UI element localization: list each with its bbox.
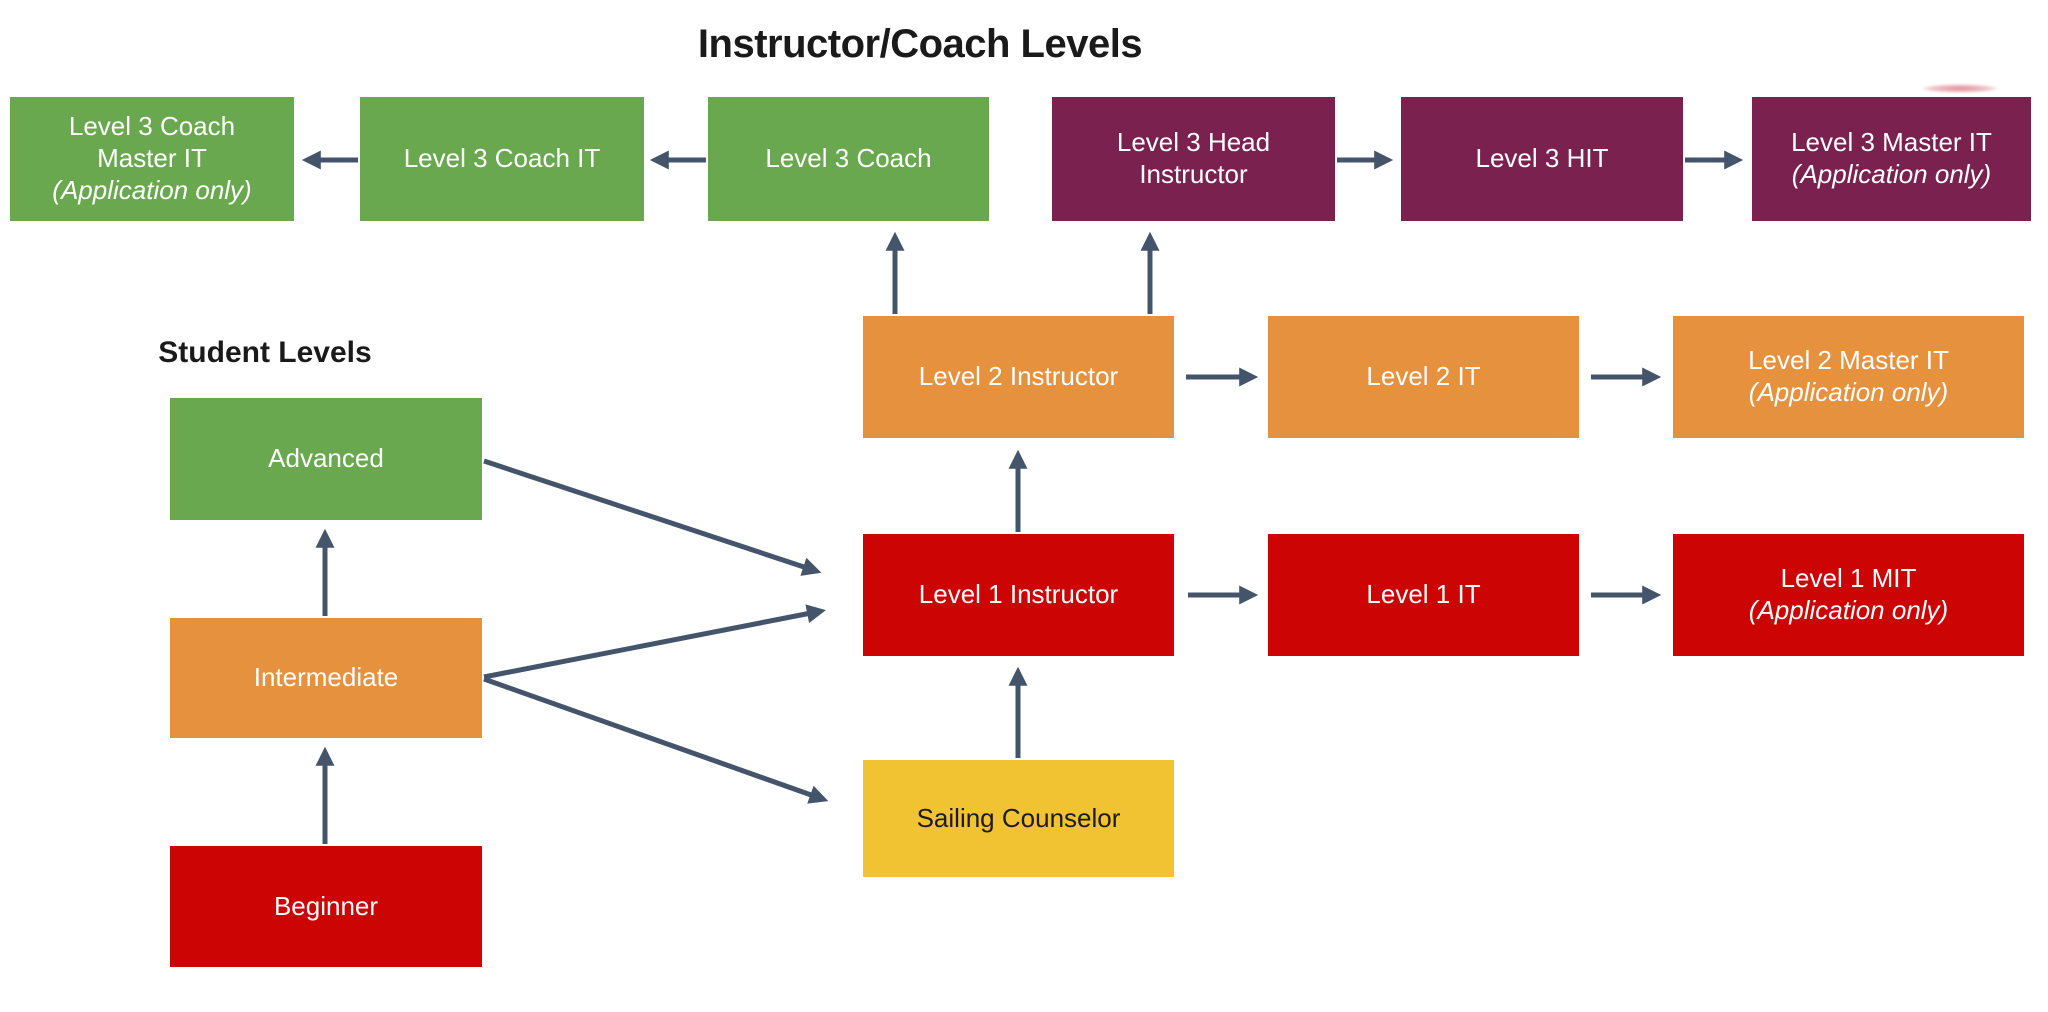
node-label: Instructor: [1139, 159, 1248, 189]
node-note: (Application only): [1791, 159, 1992, 189]
node-level3-hit: Level 3 HIT: [1401, 97, 1683, 221]
arrow-intermediate-to-sailing: [483, 676, 829, 804]
node-intermediate: Intermediate: [170, 618, 482, 738]
node-level2-instructor: Level 2 Instructor: [863, 316, 1174, 438]
node-label: Master IT: [97, 143, 207, 174]
node-level1-it: Level 1 IT: [1268, 534, 1579, 656]
node-label: Level 3 Coach: [68, 111, 236, 142]
node-beginner: Beginner: [170, 846, 482, 967]
node-advanced: Advanced: [170, 398, 482, 520]
node-level3-coach: Level 3 Coach: [708, 97, 989, 221]
node-level1-instructor: Level 1 Instructor: [863, 534, 1174, 656]
node-sailing-counselor: Sailing Counselor: [863, 760, 1174, 877]
node-level3-coach-it: Level 3 Coach IT: [360, 97, 644, 221]
page-title: Instructor/Coach Levels: [697, 22, 1143, 66]
node-label: Level 2 Instructor: [918, 361, 1119, 392]
node-label: Level 1 MIT: [1780, 563, 1917, 594]
node-label: Beginner: [273, 890, 379, 921]
node-label: Advanced: [268, 443, 384, 474]
red-smudge-artifact: [1922, 84, 1998, 93]
node-level2-it: Level 2 IT: [1268, 316, 1579, 438]
node-label: Level 2 Master IT: [1748, 345, 1949, 376]
node-label: Sailing Counselor: [916, 802, 1121, 833]
node-label: Level 3 Coach IT: [403, 143, 601, 174]
arrow-intermediate-to-l1instructor: [483, 604, 826, 680]
node-level3-coach-master-it: Level 3 Coach Master IT (Application onl…: [10, 97, 294, 221]
node-label: Level 3 Master IT: [1791, 127, 1992, 158]
node-note: (Application only): [52, 174, 252, 205]
node-label: Level 2 IT: [1366, 361, 1481, 392]
arrow-advanced-to-l1instructor: [483, 458, 822, 576]
student-levels-title: Student Levels: [158, 336, 372, 369]
node-label: Level 1 IT: [1366, 579, 1481, 610]
node-level3-head-instructor: Level 3 Head Instructor: [1052, 97, 1335, 221]
node-level3-master-it: Level 3 Master IT (Application only): [1752, 97, 2031, 221]
node-label: Intermediate: [253, 662, 399, 693]
node-level2-master-it: Level 2 Master IT (Application only): [1673, 316, 2024, 438]
node-label: Level 1 Instructor: [918, 579, 1119, 610]
node-note: (Application only): [1748, 377, 1949, 407]
node-label: Level 3 HIT: [1475, 143, 1609, 174]
node-label: Level 3 Head: [1116, 127, 1271, 158]
node-label: Level 3 Coach: [765, 143, 932, 174]
node-note: (Application only): [1748, 595, 1949, 625]
node-level1-mit: Level 1 MIT (Application only): [1673, 534, 2024, 656]
